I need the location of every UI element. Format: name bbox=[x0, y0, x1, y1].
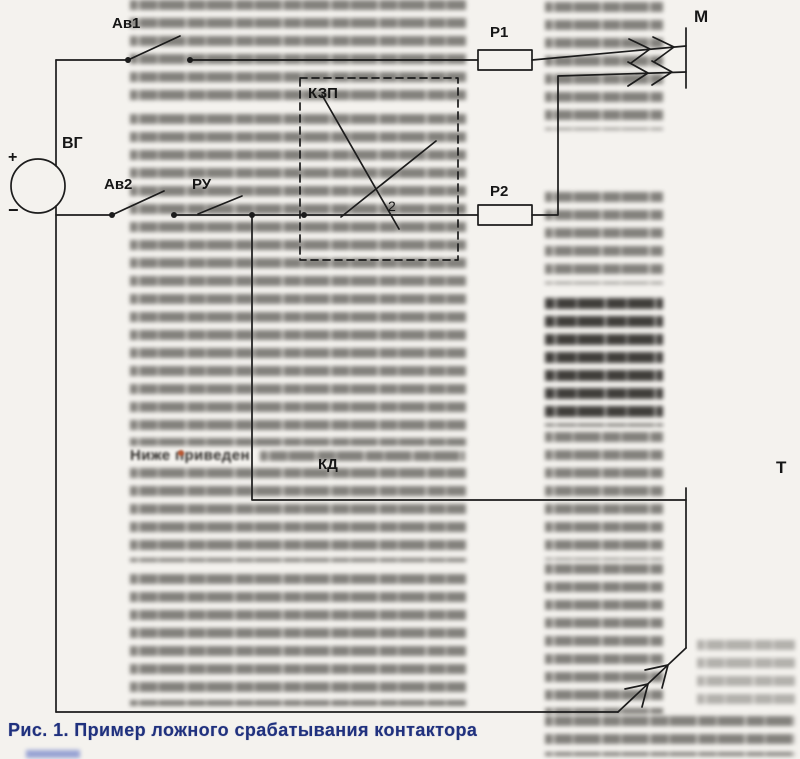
label-breaker2: Ав2 bbox=[104, 176, 132, 193]
contact-dot bbox=[109, 212, 115, 218]
blurred-text-block bbox=[130, 468, 466, 562]
blurred-text-line bbox=[260, 451, 465, 463]
contact-dot bbox=[125, 57, 131, 63]
arrowhead-load-1 bbox=[624, 683, 649, 708]
breaker1-blade bbox=[127, 35, 181, 61]
label-motor: М bbox=[694, 7, 708, 26]
relay-contact-blade bbox=[197, 195, 243, 215]
label-protection: КЗП bbox=[308, 85, 338, 102]
junction-dot bbox=[249, 212, 255, 218]
contactor-branch bbox=[251, 214, 687, 501]
junction-dot bbox=[301, 212, 307, 218]
label-contactor: КД bbox=[318, 456, 338, 473]
label-contact-no: 2 bbox=[388, 198, 396, 214]
label-breaker1: Ав1 bbox=[112, 15, 140, 32]
resistor1-box bbox=[477, 49, 533, 71]
wire-to-motor-lower bbox=[531, 71, 687, 216]
blurred-text-block bbox=[130, 0, 466, 106]
blurred-text-block bbox=[545, 432, 663, 560]
label-resistor1: Р1 bbox=[490, 24, 508, 41]
breaker2-blade bbox=[111, 190, 165, 216]
figure-caption: Рис. 1. Пример ложного срабатывания конт… bbox=[8, 720, 478, 740]
arrowhead-motor-1b bbox=[652, 36, 675, 62]
arrowhead-motor-2b bbox=[651, 60, 673, 86]
paragraph-start-fragment: Ниже приведен bbox=[130, 447, 250, 464]
label-plus: + bbox=[8, 149, 17, 166]
protection-diagonal-2 bbox=[340, 140, 437, 218]
arrowhead-motor-1a bbox=[628, 38, 651, 64]
arrowhead-load-2 bbox=[644, 664, 669, 689]
generator-symbol bbox=[10, 158, 66, 214]
contact-dot bbox=[171, 212, 177, 218]
label-relay: РУ bbox=[192, 176, 212, 193]
scan-artifact-smudge bbox=[26, 750, 80, 758]
blurred-text-block bbox=[545, 2, 663, 130]
blurred-text-block bbox=[130, 114, 466, 446]
protection-diagonal-1 bbox=[321, 94, 400, 230]
resistor2-box bbox=[477, 204, 533, 226]
scan-artifact-dot bbox=[178, 450, 184, 456]
protection-dashed-box bbox=[299, 77, 459, 261]
wire-bottom-diagonal bbox=[617, 647, 687, 713]
label-load-t: Т bbox=[776, 458, 787, 477]
blurred-text-block bbox=[545, 192, 663, 284]
label-resistor2: Р2 bbox=[490, 183, 508, 200]
blurred-text-block bbox=[545, 298, 663, 426]
blurred-text-block bbox=[697, 640, 795, 712]
contact-dot bbox=[187, 57, 193, 63]
blurred-text-block bbox=[130, 574, 466, 706]
label-minus: − bbox=[8, 200, 19, 220]
arrowhead-motor-2a bbox=[627, 61, 649, 87]
wire-to-motor-upper bbox=[531, 45, 687, 61]
label-generator: ВГ bbox=[62, 135, 83, 152]
blurred-text-block bbox=[545, 716, 795, 756]
